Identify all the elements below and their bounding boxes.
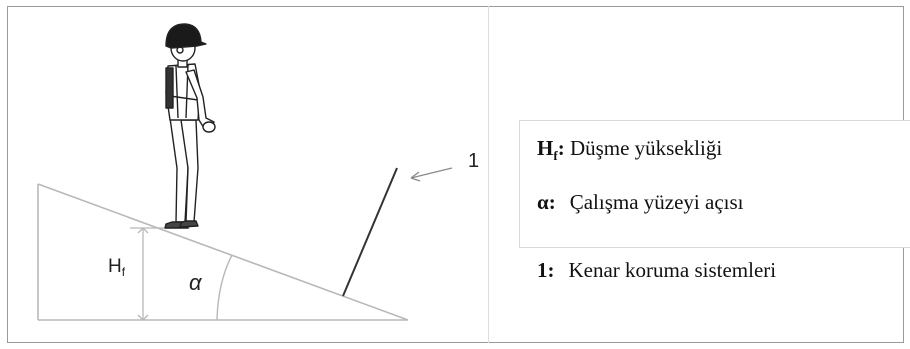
edge-callout-label: 1 [468, 150, 479, 172]
callout-arrow [410, 167, 453, 182]
angle-label: α [189, 270, 203, 295]
angle-arc [216, 254, 233, 321]
fall-height-label: Hf [108, 256, 126, 279]
legend-item-edge-protection: 1: Kenar koruma sistemleri [537, 258, 776, 283]
legend-description-angle: Çalışma yüzeyi açısı [569, 190, 744, 214]
legend-item-angle: α: Çalışma yüzeyi açısı [537, 190, 744, 215]
edge-protection-post [342, 167, 398, 297]
legend-description-fall-height: Düşme yüksekliği [569, 136, 723, 160]
legend-symbol-1: 1: [537, 258, 555, 282]
legend-symbol-hf: Hf: [537, 136, 565, 164]
legend-symbol-alpha: α: [537, 190, 556, 214]
slope-triangle [37, 183, 409, 321]
legend-description-edge-protection: Kenar koruma sistemleri [568, 258, 777, 282]
legend-item-fall-height: Hf: Düşme yüksekliği [537, 136, 722, 164]
worker-figure [164, 23, 216, 229]
legend-box [519, 120, 910, 248]
fall-height-dimension [130, 227, 190, 321]
panel-divider [488, 6, 489, 343]
